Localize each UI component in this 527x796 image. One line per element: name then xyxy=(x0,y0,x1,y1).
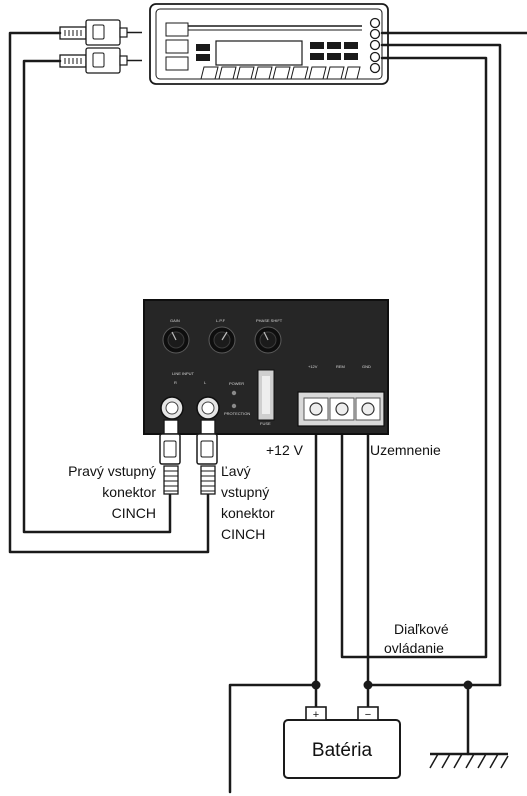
head-unit-preset-buttons xyxy=(200,66,361,80)
battery: + − Batéria xyxy=(283,706,401,779)
head-unit-ground-wire xyxy=(380,43,502,687)
left-input-label: Ľavý vstupný konektor CINCH xyxy=(221,463,275,542)
remote-label-line-2: ovládanie xyxy=(384,640,444,656)
right-input-label: Pravý vstupný konektor CINCH xyxy=(68,463,156,521)
chassis-ground-symbol xyxy=(429,752,509,769)
amp-terminal-label-rem: REM xyxy=(336,364,345,369)
amp-terminal-label-gnd: GND xyxy=(362,364,371,369)
head-unit-right-keys xyxy=(310,42,358,60)
amplifier-panel: GAIN L.P.F PHASE SHIFT LINE INPUT POWER … xyxy=(143,299,389,435)
plus12v-label: +12 V xyxy=(266,442,304,458)
left-input-label-line-1: Ľavý xyxy=(221,463,251,479)
rca-plug-left xyxy=(196,419,218,495)
lpf-knob xyxy=(208,326,236,354)
head-unit-left-keys xyxy=(196,44,210,61)
amp-label-line-input: LINE INPUT xyxy=(172,371,195,376)
battery-label: Batéria xyxy=(312,740,373,761)
rca-cable-inner xyxy=(22,59,172,534)
amp-knob-label-phase: PHASE SHIFT xyxy=(256,318,283,323)
amp-label-power: POWER xyxy=(229,381,244,386)
rca-connector-bottom xyxy=(59,47,142,74)
right-input-label-line-1: Pravý vstupný xyxy=(68,463,156,479)
rca-cable-outer xyxy=(8,31,210,554)
rca-plug-right xyxy=(159,419,181,495)
ground-label: Uzemnenie xyxy=(370,442,441,458)
power-terminal-block xyxy=(297,391,385,427)
line-input-jack-right xyxy=(160,396,184,420)
amp-jack-label-r: R xyxy=(174,380,177,385)
remote-label: Diaľkové ovládanie xyxy=(384,621,449,656)
wires xyxy=(8,31,527,794)
fuse xyxy=(257,369,275,421)
left-input-label-line-4: CINCH xyxy=(221,526,265,542)
gain-knob xyxy=(162,326,190,354)
rca-connector-top xyxy=(59,19,142,46)
right-input-label-line-3: CINCH xyxy=(112,505,156,521)
battery-plus-sign: + xyxy=(313,709,319,721)
head-unit xyxy=(149,3,389,85)
amp-knob-label-lpf: L.P.F xyxy=(216,318,226,323)
right-input-label-line-2: konektor xyxy=(102,484,156,500)
amp-knob-label-gain: GAIN xyxy=(170,318,180,323)
head-unit-wire-ports xyxy=(369,17,381,74)
junction-dots xyxy=(311,680,473,690)
battery-minus-terminal xyxy=(357,706,379,721)
power-led xyxy=(231,390,237,396)
amp-jack-label-l: L xyxy=(204,380,207,385)
left-input-label-line-3: konektor xyxy=(221,505,275,521)
left-input-label-line-2: vstupný xyxy=(221,484,269,500)
amp-label-fuse: FUSE xyxy=(260,421,271,426)
amp-label-protection: PROTECTION xyxy=(224,411,250,416)
line-input-jack-left xyxy=(196,396,220,420)
battery-plus-terminal xyxy=(305,706,327,721)
battery-feed-lead xyxy=(228,683,318,794)
head-unit-left-buttons xyxy=(165,22,189,71)
remote-label-line-1: Diaľkové xyxy=(394,621,449,637)
cd-slot xyxy=(186,25,362,31)
head-unit-display xyxy=(215,40,303,66)
amp-terminal-label-12v: +12V xyxy=(308,364,318,369)
battery-minus-sign: − xyxy=(365,709,371,721)
remote-wire xyxy=(340,56,488,659)
phase-shift-knob xyxy=(254,326,282,354)
protection-led xyxy=(231,403,237,409)
